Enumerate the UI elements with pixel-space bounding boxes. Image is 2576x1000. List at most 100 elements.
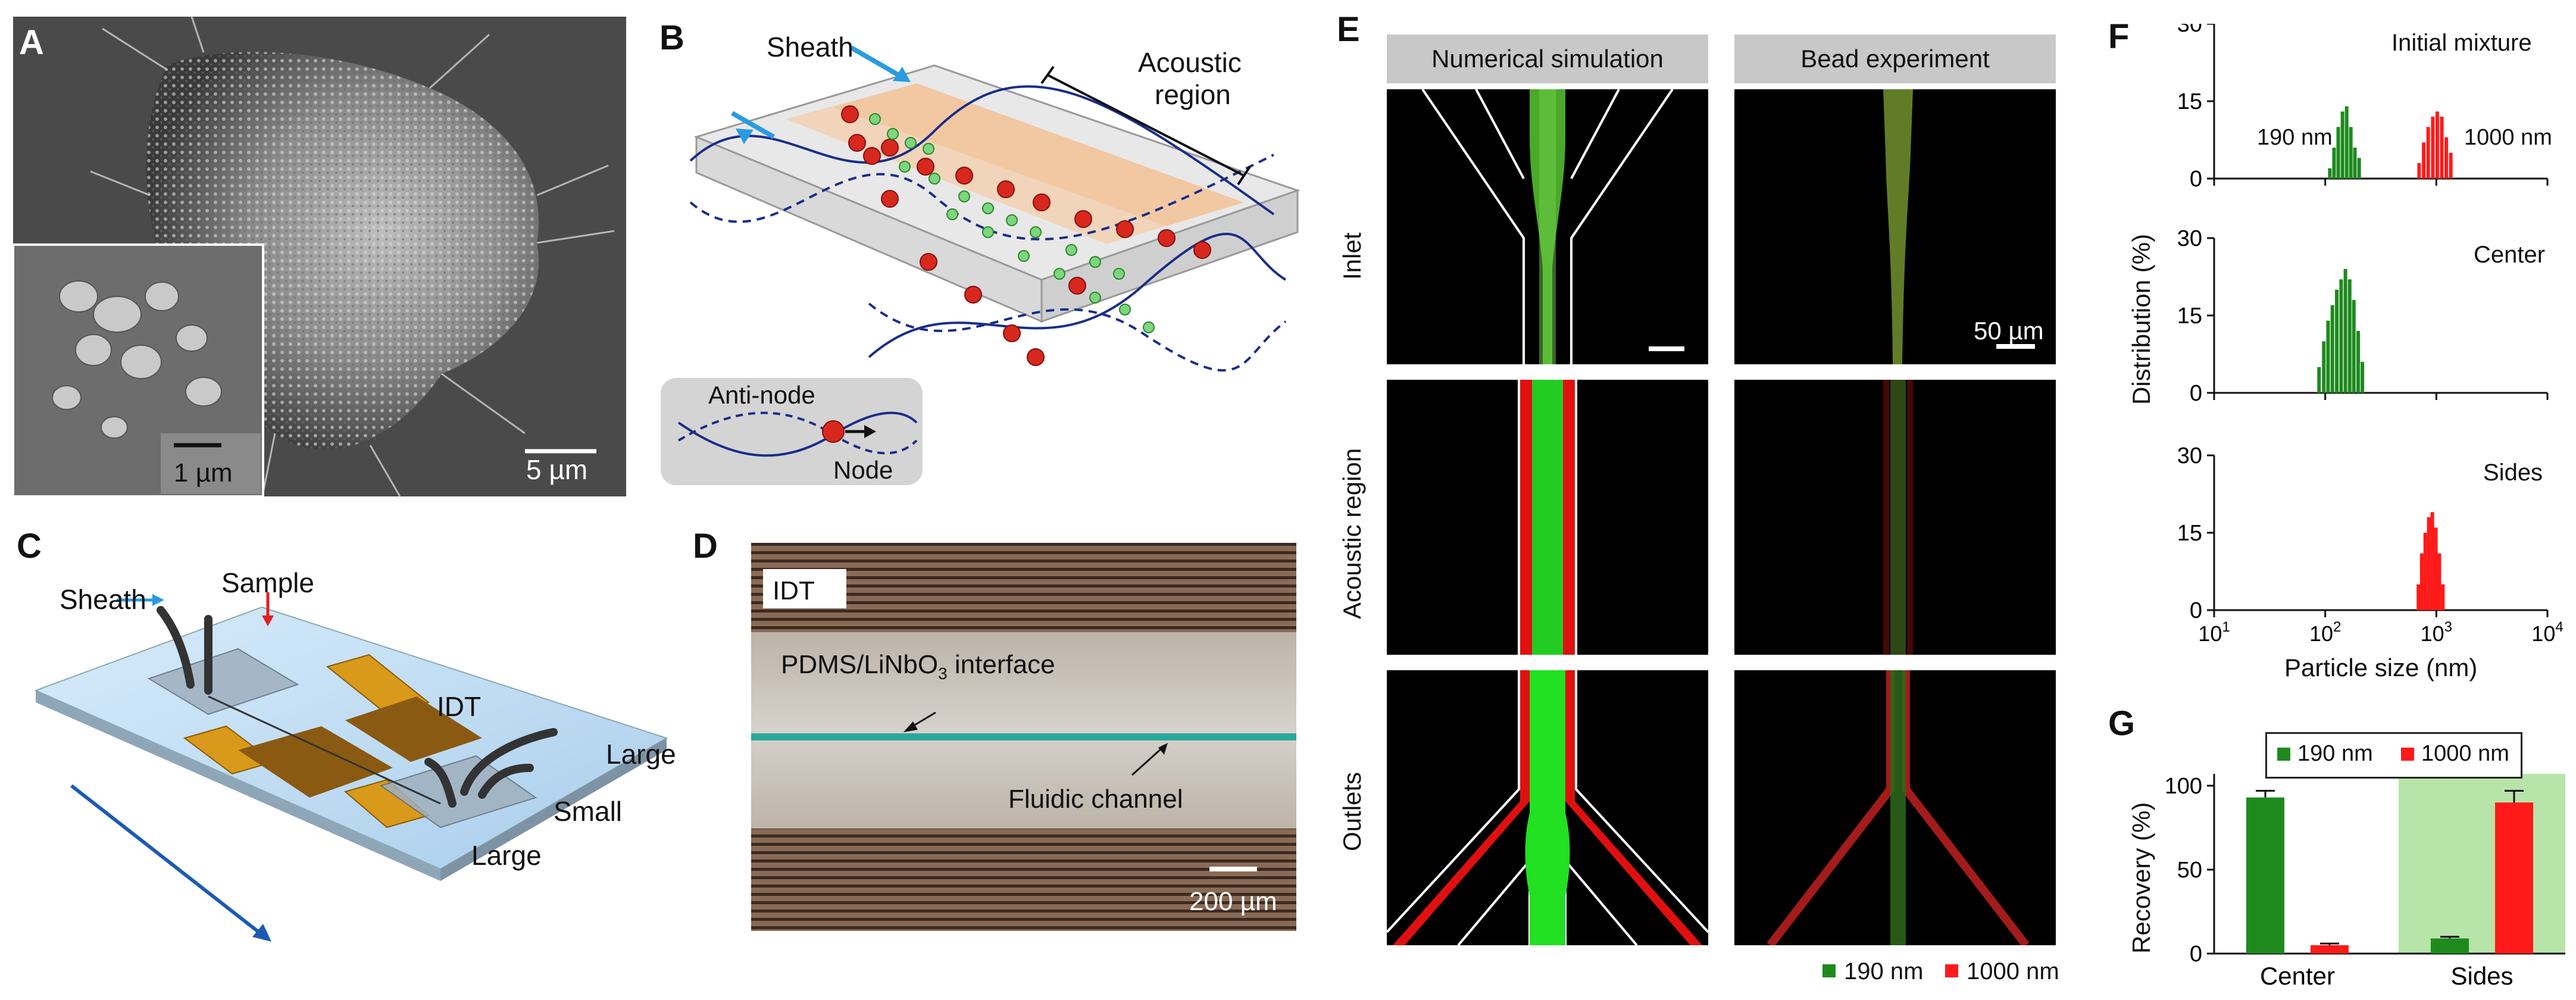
scale-label-e: 50 µm [1974,317,2044,345]
f-y-tick-label: 0 [2190,167,2202,192]
f-bar [2352,300,2356,393]
f-bar [2326,320,2330,393]
simulation-outlets [1387,670,1708,945]
inset-scale-text: 1 µm [174,458,233,488]
node-label: Node [833,456,893,484]
sample-label: Sample [221,567,314,598]
sheath-label-b: Sheath [767,32,854,62]
outlet-small: Small [554,796,623,827]
f-bar [2347,279,2352,393]
f-y-tick-label: 30 [2177,226,2202,251]
antinode-label: Anti-node [708,381,815,409]
f-x-tick-label: 104 [2531,619,2563,646]
column-header-experiment: Bead experiment [1734,35,2056,83]
f-subtitle-initial: Initial mixture [2391,30,2532,56]
f-y-tick-label: 15 [2177,89,2202,114]
f-bar [2437,553,2441,610]
main-scale-text: 5 µm [526,454,588,485]
legend-swatch-1000-e [1945,964,1958,977]
g-sides-highlight [2399,774,2565,954]
f-bar [2356,331,2361,393]
f-bar [2444,137,2449,179]
f-bar [2328,168,2332,179]
g-y-tick-label: 0 [2190,942,2202,967]
panel-g-label: G [2108,704,2136,743]
f-bar [2434,527,2438,610]
g-ylabel: Recovery (%) [2127,802,2155,954]
f-bar [2330,305,2334,393]
f-x-tick-exponent: 4 [2555,619,2563,635]
f-y-tick-label: 15 [2177,304,2202,329]
acoustic-region-label-2: region [1155,79,1231,110]
f-x-tick-exponent: 3 [2444,619,2452,635]
f-bar [2361,362,2365,393]
experiment-inlet [1734,89,2056,364]
panel-f-label: F [2108,17,2130,56]
device-schematic [34,592,668,942]
panel-a-label: A [19,23,44,62]
legend-1000-e: 1000 nm [1967,958,2059,985]
f-bar [2426,127,2430,179]
g-category-label: Center [2260,962,2335,990]
f-bar [2416,584,2421,610]
simulation-acoustic [1387,380,1708,655]
idt-label-c: IDT [437,691,482,722]
outlet-large-bottom: Large [471,840,542,871]
f-bar [2336,127,2340,179]
f-bar [2353,148,2357,179]
f-bar [2349,127,2353,179]
interface-text-pre: PDMS/LiNbO [781,650,939,679]
f-subtitle-sides: Sides [2483,460,2543,486]
column-header-simulation: Numerical simulation [1387,35,1708,83]
fluidic-channel-label: Fluidic channel [1008,785,1183,814]
f-y-tick-label: 0 [2190,381,2202,406]
f-bar [2357,158,2361,179]
panel-e-label: E [1337,10,1360,49]
panel-b-label: B [659,18,684,57]
experiment-acoustic [1734,380,2056,655]
f-bar [2440,117,2444,179]
microscope-image [751,543,1296,931]
f-bar [2417,163,2421,179]
f-x-tick-exponent: 2 [2333,619,2341,635]
f-subtitle-center: Center [2474,242,2546,268]
f-annotation-1000: 1000 nm [2464,125,2552,150]
g-category-label: Sides [2450,962,2513,990]
g-bar [2431,938,2469,954]
f-bar [2427,517,2431,610]
row-label-outlets: Outlets [1338,771,1366,851]
g-bar [2246,797,2284,954]
f-xlabel: Particle size (nm) [2284,654,2478,682]
f-y-tick-label: 30 [2177,24,2202,37]
f-bar [2419,553,2424,610]
f-y-tick-label: 15 [2177,521,2202,546]
f-bar [2423,533,2427,610]
acoustic-region-label-1: Acoustic [1138,47,1242,78]
f-bar [2344,106,2349,179]
f-bar [2430,512,2434,610]
simulation-inlet [1387,89,1708,364]
row-label-acoustic: Acoustic region [1338,448,1366,619]
g-y-tick-label: 50 [2177,858,2202,883]
sem-cell-image [13,17,626,496]
f-y-tick-label: 30 [2177,443,2202,468]
scale-label-d: 200 µm [1189,887,1277,916]
f-bar [2435,111,2439,179]
f-annotation-190: 190 nm [2257,125,2333,150]
interface-text-post: interface [947,650,1055,679]
f-bar [2332,148,2336,179]
panel-d-label: D [693,527,718,565]
f-x-tick-exponent: 1 [2222,619,2230,635]
g-legend-190: 190 nm [2297,741,2373,766]
legend-swatch-1000-g [2401,748,2414,761]
g-y-tick-label: 100 [2167,774,2202,799]
f-x-tick-label: 102 [2309,619,2341,646]
experiment-outlets [1734,670,2056,945]
sheath-label-c: Sheath [60,584,146,615]
f-x-tick-label: 103 [2421,619,2452,646]
f-bar [2339,279,2343,393]
row-label-inlet: Inlet [1338,232,1366,280]
legend-190-e: 190 nm [1844,958,1924,985]
f-bar [2340,111,2344,179]
